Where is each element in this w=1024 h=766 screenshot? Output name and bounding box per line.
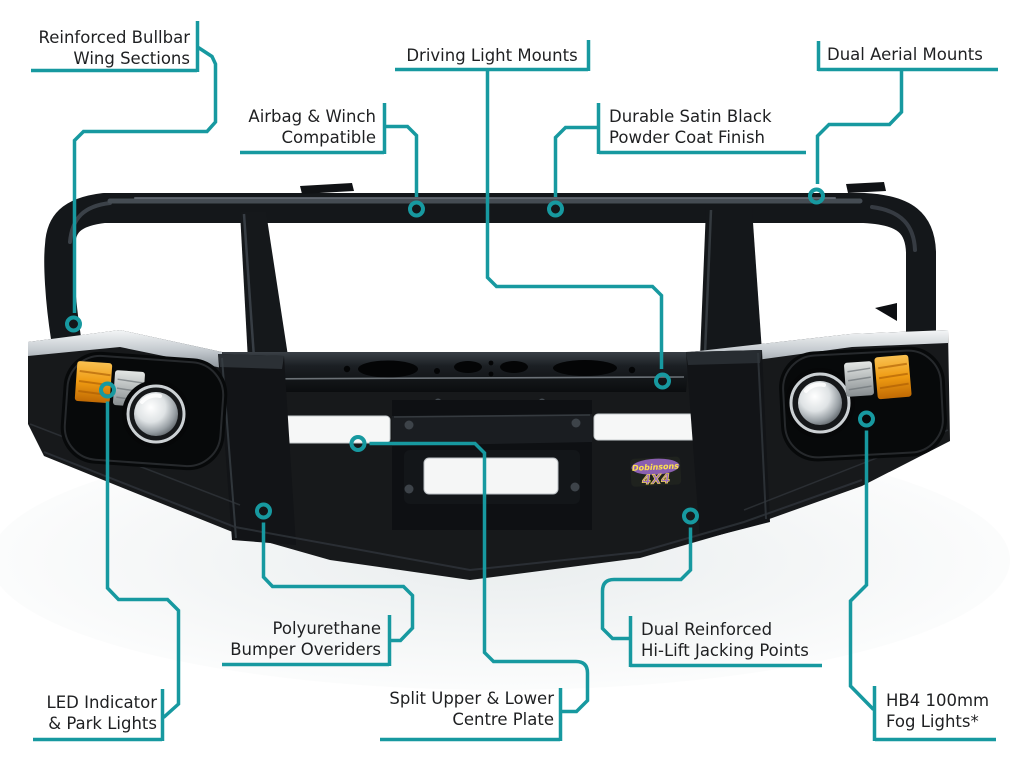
upright-strap-left bbox=[240, 212, 288, 361]
leader-reinforced-bullbar-wing-sections bbox=[31, 21, 218, 313]
top-plate-driving-light-mounts bbox=[222, 352, 690, 392]
callout-label: Airbag & Winch bbox=[248, 107, 376, 126]
callout-polyurethane-bumper-overiders: Polyurethane Bumper Overiders bbox=[230, 618, 381, 660]
upright-strap-right bbox=[700, 208, 762, 357]
callout-label: Fog Lights* bbox=[886, 712, 979, 731]
callout-label: Bumper Overiders bbox=[230, 640, 381, 659]
wing-top-face-left bbox=[28, 330, 222, 368]
badge-dobinsons: Dobinsons 4X4 bbox=[630, 456, 682, 489]
callout-label: Wing Sections bbox=[73, 49, 190, 68]
fog-light-right bbox=[785, 368, 855, 438]
callout-dot-polyurethane-bumper-overiders bbox=[255, 502, 272, 520]
callout-dot-led-indicator-park-lights bbox=[99, 381, 116, 399]
callout-label: Compatible bbox=[281, 128, 376, 147]
callout-label: Hi-Lift Jacking Points bbox=[641, 641, 809, 660]
callout-dot-reinforced-bullbar-wing-sections bbox=[65, 315, 82, 333]
callout-reinforced-bullbar-wing-sections: Reinforced Bullbar Wing Sections bbox=[39, 27, 191, 69]
callout-label: Durable Satin Black bbox=[609, 107, 772, 126]
callout-durable-satin-black-powder-coat: Durable Satin Black Powder Coat Finish bbox=[609, 106, 772, 148]
leader-split-upper-lower-centre-plate bbox=[369, 441, 590, 742]
indicator-light-right bbox=[874, 354, 912, 400]
callout-label: LED Indicator bbox=[46, 693, 157, 712]
callout-label: Powder Coat Finish bbox=[609, 128, 766, 147]
callout-dot-airbag-winch-compatible bbox=[408, 200, 425, 218]
badge-brand-text: Dobinsons bbox=[632, 461, 680, 472]
leader-led-indicator-park-lights bbox=[33, 401, 181, 742]
callout-label: HB4 100mm bbox=[886, 691, 990, 710]
bullbar-top-tube bbox=[44, 182, 936, 341]
bumper-overider-right bbox=[686, 350, 770, 540]
callout-label: Dual Aerial Mounts bbox=[827, 45, 983, 64]
callout-dual-aerial-mounts: Dual Aerial Mounts bbox=[827, 44, 983, 65]
leader-polyurethane-bumper-overiders bbox=[222, 522, 415, 667]
callout-dual-reinforced-hi-lift-jacking-points: Dual Reinforced Hi-Lift Jacking Points bbox=[641, 619, 809, 661]
callout-dot-dual-aerial-mounts bbox=[808, 187, 825, 205]
callout-label: Centre Plate bbox=[452, 710, 554, 729]
aerial-mount-tab-right bbox=[846, 182, 886, 193]
light-pocket-right bbox=[779, 346, 947, 462]
park-light-right bbox=[844, 361, 874, 397]
callout-dot-durable-satin-black-powder-coat bbox=[547, 200, 564, 218]
winch-cradle bbox=[392, 400, 592, 530]
aerial-mount-tab-left bbox=[300, 183, 354, 194]
winch-fairlead-opening bbox=[423, 457, 559, 495]
callout-label: Driving Light Mounts bbox=[406, 46, 578, 65]
leader-driving-light-mounts bbox=[395, 40, 664, 369]
callout-driving-light-mounts: Driving Light Mounts bbox=[375, 45, 609, 66]
callout-airbag-winch-compatible: Airbag & Winch Compatible bbox=[248, 106, 376, 148]
leader-durable-satin-black-powder-coat bbox=[553, 103, 806, 197]
leader-dual-aerial-mounts bbox=[815, 41, 998, 184]
callout-label: Dual Reinforced bbox=[641, 620, 773, 639]
callout-lines bbox=[31, 21, 998, 742]
callout-label: & Park Lights bbox=[48, 714, 157, 733]
light-pocket-left bbox=[60, 351, 228, 471]
callout-dot-driving-light-mounts bbox=[654, 372, 671, 390]
callout-led-indicator-park-lights: LED Indicator & Park Lights bbox=[47, 692, 157, 734]
centre-plate-slot-right bbox=[593, 413, 699, 441]
leader-hb4-100mm-fog-lights bbox=[848, 430, 996, 742]
badge-model-text: 4X4 bbox=[641, 472, 671, 489]
callout-label: Split Upper & Lower bbox=[389, 689, 554, 708]
fog-light-left bbox=[122, 380, 190, 448]
callout-split-upper-lower-centre-plate: Split Upper & Lower Centre Plate bbox=[389, 688, 554, 730]
callout-dot-dual-reinforced-hi-lift-jacking-points bbox=[682, 507, 699, 525]
callout-label: Reinforced Bullbar bbox=[38, 28, 191, 47]
callout-label: Polyurethane bbox=[272, 619, 381, 638]
leader-dual-reinforced-hi-lift-jacking-points bbox=[600, 527, 822, 668]
callout-hb4-100mm-fog-lights: HB4 100mm Fog Lights* bbox=[886, 690, 989, 732]
skirt-crease bbox=[43, 451, 863, 572]
callout-dot-split-upper-lower-centre-plate bbox=[349, 435, 367, 452]
callout-dot-hb4-100mm-fog-lights bbox=[858, 410, 875, 428]
centre-plate-slot-left bbox=[283, 415, 391, 444]
tube-bracket bbox=[875, 303, 897, 321]
leader-airbag-winch-compatible bbox=[240, 103, 419, 197]
